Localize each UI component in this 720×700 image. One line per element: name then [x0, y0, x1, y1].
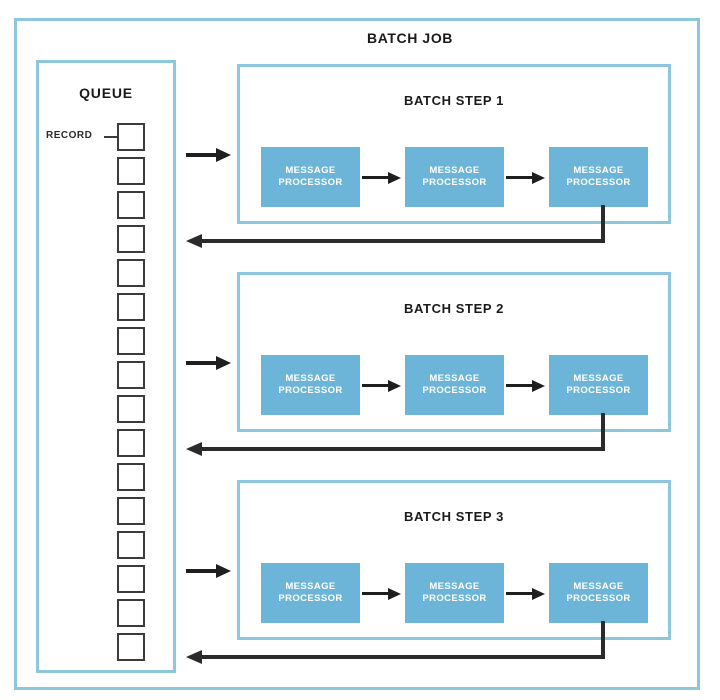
step-3-return-arrowhead-icon — [186, 650, 202, 664]
message-processor-line2: PROCESSOR — [422, 385, 487, 396]
message-processor-box: MESSAGE PROCESSOR — [405, 563, 504, 623]
queue-record-box — [117, 599, 145, 627]
queue-record-box — [117, 191, 145, 219]
processor-flow-arrow-icon — [506, 172, 546, 184]
batch-step-2-panel: BATCH STEP 2 MESSAGE PROCESSOR MESSAGE P… — [237, 272, 671, 432]
queue-to-step-2-arrow-icon — [186, 356, 232, 370]
message-processor-line1: MESSAGE — [285, 373, 336, 385]
message-processor-line2: PROCESSOR — [422, 177, 487, 188]
queue-record-box — [117, 531, 145, 559]
queue-to-step-1-arrow-icon — [186, 148, 232, 162]
message-processor-line1: MESSAGE — [429, 581, 480, 593]
message-processor-box: MESSAGE PROCESSOR — [549, 563, 648, 623]
queue-title: QUEUE — [79, 85, 133, 101]
queue-record-box — [117, 565, 145, 593]
message-processor-line2: PROCESSOR — [278, 385, 343, 396]
processor-flow-arrow-icon — [362, 172, 402, 184]
step-2-return-horizontal — [201, 447, 605, 451]
step-2-return-arrowhead-icon — [186, 442, 202, 456]
queue-record-box — [117, 463, 145, 491]
queue-record-box — [117, 395, 145, 423]
message-processor-line2: PROCESSOR — [278, 177, 343, 188]
queue-record-box — [117, 225, 145, 253]
message-processor-line2: PROCESSOR — [278, 593, 343, 604]
batch-step-2-processor-row: MESSAGE PROCESSOR MESSAGE PROCESSOR MESS… — [240, 355, 668, 415]
batch-step-1-title: BATCH STEP 1 — [404, 93, 504, 108]
batch-step-2-title: BATCH STEP 2 — [404, 301, 504, 316]
message-processor-line1: MESSAGE — [429, 165, 480, 177]
batch-step-1-panel: BATCH STEP 1 MESSAGE PROCESSOR MESSAGE P… — [237, 64, 671, 224]
queue-panel — [36, 60, 176, 673]
processor-flow-arrow-icon — [362, 380, 402, 392]
batch-step-3-panel: BATCH STEP 3 MESSAGE PROCESSOR MESSAGE P… — [237, 480, 671, 640]
queue-record-box — [117, 293, 145, 321]
record-leader-line — [104, 136, 117, 138]
message-processor-line1: MESSAGE — [285, 581, 336, 593]
queue-record-stack — [117, 123, 147, 667]
message-processor-line2: PROCESSOR — [422, 593, 487, 604]
queue-record-box — [117, 123, 145, 151]
queue-record-box — [117, 327, 145, 355]
message-processor-line1: MESSAGE — [573, 581, 624, 593]
message-processor-line1: MESSAGE — [573, 373, 624, 385]
batch-step-1-processor-row: MESSAGE PROCESSOR MESSAGE PROCESSOR MESS… — [240, 147, 668, 207]
queue-record-box — [117, 157, 145, 185]
message-processor-box: MESSAGE PROCESSOR — [261, 563, 360, 623]
message-processor-line2: PROCESSOR — [566, 177, 631, 188]
queue-record-box — [117, 497, 145, 525]
message-processor-box: MESSAGE PROCESSOR — [549, 355, 648, 415]
message-processor-box: MESSAGE PROCESSOR — [549, 147, 648, 207]
message-processor-line1: MESSAGE — [429, 373, 480, 385]
batch-step-3-processor-row: MESSAGE PROCESSOR MESSAGE PROCESSOR MESS… — [240, 563, 668, 623]
batch-job-title: BATCH JOB — [366, 30, 454, 46]
queue-record-box — [117, 361, 145, 389]
record-callout-label: RECORD — [46, 130, 93, 141]
step-1-return-arrowhead-icon — [186, 234, 202, 248]
message-processor-line1: MESSAGE — [285, 165, 336, 177]
processor-flow-arrow-icon — [506, 588, 546, 600]
message-processor-line1: MESSAGE — [573, 165, 624, 177]
queue-record-box — [117, 429, 145, 457]
queue-to-step-3-arrow-icon — [186, 564, 232, 578]
message-processor-line2: PROCESSOR — [566, 385, 631, 396]
message-processor-line2: PROCESSOR — [566, 593, 631, 604]
message-processor-box: MESSAGE PROCESSOR — [261, 355, 360, 415]
step-3-return-horizontal — [201, 655, 605, 659]
message-processor-box: MESSAGE PROCESSOR — [405, 147, 504, 207]
queue-record-box — [117, 633, 145, 661]
step-1-return-horizontal — [201, 239, 605, 243]
message-processor-box: MESSAGE PROCESSOR — [261, 147, 360, 207]
processor-flow-arrow-icon — [362, 588, 402, 600]
queue-record-box — [117, 259, 145, 287]
batch-step-3-title: BATCH STEP 3 — [404, 509, 504, 524]
processor-flow-arrow-icon — [506, 380, 546, 392]
message-processor-box: MESSAGE PROCESSOR — [405, 355, 504, 415]
